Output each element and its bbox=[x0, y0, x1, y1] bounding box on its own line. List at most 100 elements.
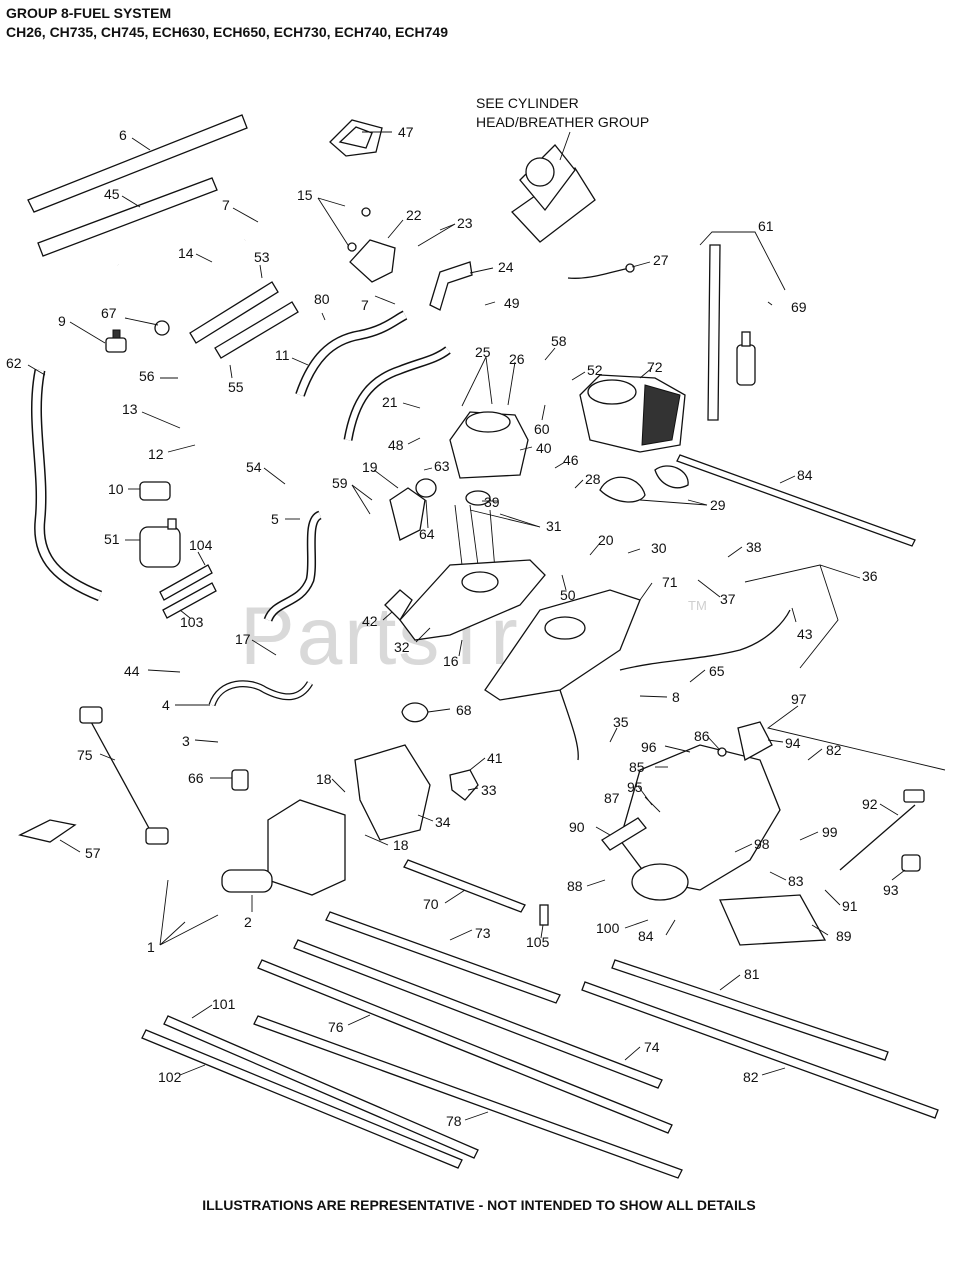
part-105-pin bbox=[539, 904, 549, 926]
callout-71: 71 bbox=[662, 574, 678, 590]
callout-50: 50 bbox=[560, 587, 576, 603]
callout-7b: 7 bbox=[361, 297, 369, 313]
callout-78: 78 bbox=[446, 1113, 462, 1129]
callout-86: 86 bbox=[694, 728, 710, 744]
callout-70: 70 bbox=[423, 896, 439, 912]
leader-lines bbox=[27, 131, 946, 1121]
callout-35: 35 bbox=[613, 714, 629, 730]
callout-10: 10 bbox=[108, 481, 124, 497]
part-93-cap bbox=[901, 854, 921, 872]
callout-39: 39 bbox=[484, 494, 500, 510]
callout-104: 104 bbox=[189, 537, 213, 553]
callout-105: 105 bbox=[526, 934, 550, 950]
part-82-rod bbox=[581, 981, 939, 1119]
part-22-fuel-pump bbox=[347, 207, 396, 283]
disclaimer-footer: ILLUSTRATIONS ARE REPRESENTATIVE - NOT I… bbox=[202, 1197, 756, 1213]
part-72-throttle-body bbox=[579, 374, 686, 453]
callout-41: 41 bbox=[487, 750, 503, 766]
part-73-tube bbox=[325, 911, 561, 1004]
callout-26: 26 bbox=[509, 351, 525, 367]
callout-47: 47 bbox=[398, 124, 414, 140]
part-61-tube bbox=[707, 244, 721, 421]
part-34-bracket bbox=[354, 744, 431, 841]
callout-61: 61 bbox=[758, 218, 774, 234]
callout-88: 88 bbox=[567, 878, 583, 894]
part-9-fitting bbox=[105, 329, 127, 353]
callout-5: 5 bbox=[271, 511, 279, 527]
callout-80: 80 bbox=[314, 291, 330, 307]
part-75-harness bbox=[79, 706, 169, 845]
callout-32: 32 bbox=[394, 639, 410, 655]
callout-14: 14 bbox=[178, 245, 194, 261]
callout-85: 85 bbox=[629, 759, 645, 775]
part-19-elbow bbox=[389, 487, 426, 541]
see-cylinder-note: SEE CYLINDER bbox=[476, 95, 579, 111]
part-76-rod bbox=[257, 959, 673, 1134]
callout-48: 48 bbox=[388, 437, 404, 453]
callout-25: 25 bbox=[475, 344, 491, 360]
part-exhaust-assembly bbox=[619, 721, 781, 901]
see-breather-group-note: HEAD/BREATHER GROUP bbox=[476, 114, 649, 130]
part-51-fuel-filter bbox=[139, 518, 181, 568]
part-70-rod bbox=[403, 859, 526, 913]
part-5-hose bbox=[263, 510, 323, 622]
part-36-wire-harness bbox=[559, 609, 791, 761]
callout-labels: 6 47 45 15 22 23 7 14 53 24 27 61 69 80 … bbox=[6, 124, 899, 1129]
callout-2: 2 bbox=[244, 914, 252, 930]
callout-65: 65 bbox=[709, 663, 725, 679]
part-45-tube bbox=[37, 177, 218, 257]
callout-64: 64 bbox=[419, 526, 435, 542]
part-92-harness bbox=[839, 789, 925, 871]
callout-89: 89 bbox=[836, 928, 852, 944]
part-11-hose bbox=[295, 310, 408, 397]
callout-98: 98 bbox=[754, 836, 770, 852]
diagram-title: GROUP 8-FUEL SYSTEM bbox=[6, 5, 172, 21]
callout-8: 8 bbox=[672, 689, 680, 705]
callout-90: 90 bbox=[569, 819, 585, 835]
callout-16: 16 bbox=[443, 653, 459, 669]
part-53-tube bbox=[189, 281, 279, 344]
callout-52: 52 bbox=[587, 362, 603, 378]
callout-95: 95 bbox=[627, 779, 643, 795]
callout-17: 17 bbox=[235, 631, 251, 647]
callout-21: 21 bbox=[382, 394, 398, 410]
callout-12: 12 bbox=[148, 446, 164, 462]
part-10-sensor bbox=[139, 481, 171, 501]
callout-13: 13 bbox=[122, 401, 138, 417]
callout-72: 72 bbox=[647, 359, 663, 375]
callout-20: 20 bbox=[598, 532, 614, 548]
part-14-hose bbox=[114, 238, 248, 305]
callout-100: 100 bbox=[596, 920, 620, 936]
parts-artwork bbox=[18, 114, 939, 1179]
callout-34: 34 bbox=[435, 814, 451, 830]
part-4-hose bbox=[208, 680, 314, 707]
callout-97: 97 bbox=[791, 691, 807, 707]
callout-24: 24 bbox=[498, 259, 514, 275]
part-31-studs bbox=[454, 504, 496, 571]
callout-31: 31 bbox=[546, 518, 562, 534]
part-6-tube bbox=[27, 114, 248, 213]
callout-42: 42 bbox=[362, 613, 378, 629]
callout-4: 4 bbox=[162, 697, 170, 713]
callout-28: 28 bbox=[585, 471, 601, 487]
callout-15: 15 bbox=[297, 187, 313, 203]
callout-54: 54 bbox=[246, 459, 262, 475]
part-89-heat-shield bbox=[719, 894, 827, 946]
part-40-intake-housing bbox=[449, 411, 529, 479]
callout-74: 74 bbox=[644, 1039, 660, 1055]
part-42-gasket bbox=[384, 589, 413, 622]
part-breather-housing bbox=[511, 144, 596, 243]
part-71-manifold bbox=[484, 589, 641, 701]
callout-99: 99 bbox=[822, 824, 838, 840]
part-24-bracket bbox=[429, 261, 473, 311]
callout-82b: 82 bbox=[743, 1069, 759, 1085]
callout-60: 60 bbox=[534, 421, 550, 437]
callout-18b: 18 bbox=[393, 837, 409, 853]
callout-69: 69 bbox=[791, 299, 807, 315]
callout-6: 6 bbox=[119, 127, 127, 143]
callout-83: 83 bbox=[788, 873, 804, 889]
callout-76: 76 bbox=[328, 1019, 344, 1035]
part-84-rod bbox=[676, 454, 916, 547]
callout-94: 94 bbox=[785, 735, 801, 751]
